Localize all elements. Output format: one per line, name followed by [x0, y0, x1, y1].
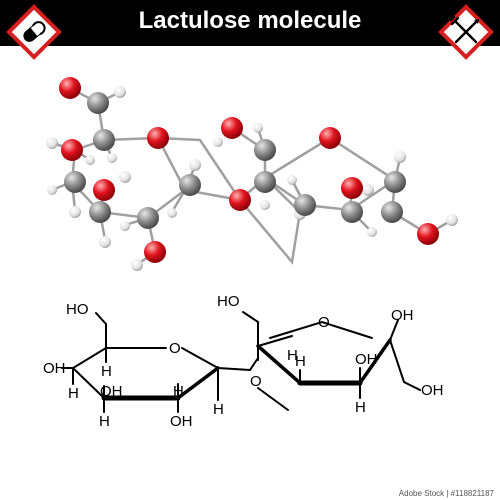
carbon-atom	[254, 171, 276, 193]
oxygen-atom	[93, 179, 115, 201]
carbon-atom	[64, 171, 86, 193]
carbon-atom	[93, 129, 115, 151]
fork-knife-food-icon	[438, 4, 494, 60]
hydrogen-atom	[114, 86, 126, 98]
oxygen-atom	[147, 127, 169, 149]
carbon-atom	[341, 201, 363, 223]
ball-stick-atoms	[46, 77, 458, 271]
carbon-atom	[87, 92, 109, 114]
oxygen-atom	[341, 177, 363, 199]
label-h-right-c5: H	[287, 347, 298, 364]
hydrogen-atom	[120, 221, 130, 231]
hydrogen-atom	[260, 200, 270, 210]
hydrogen-atom	[367, 227, 377, 237]
carbon-atom	[89, 201, 111, 223]
carbon-atom	[294, 194, 316, 216]
hydrogen-atom	[85, 155, 95, 165]
carbon-atom	[381, 201, 403, 223]
hydrogen-atom	[189, 159, 201, 171]
label-h-c3: H	[99, 413, 110, 430]
hydrogen-atom	[362, 184, 374, 196]
hydrogen-atom	[131, 259, 143, 271]
carbon-atom	[384, 171, 406, 193]
title-bar	[0, 0, 500, 46]
label-ring-oxygen-left: O	[169, 340, 181, 357]
hydrogen-atom	[69, 206, 81, 218]
hydrogen-atom	[213, 137, 223, 147]
oxygen-atom	[144, 241, 166, 263]
label-h-c2: H	[173, 383, 184, 400]
label-h-c4: H	[68, 385, 79, 402]
label-oh-c3: OH	[100, 383, 123, 400]
carbon-atom	[254, 139, 276, 161]
oxygen-atom	[229, 189, 251, 211]
hydrogen-atom	[446, 214, 458, 226]
skeletal-formula-bonds	[61, 311, 421, 413]
hydrogen-atom	[253, 123, 263, 133]
hydrogen-atom	[167, 208, 177, 218]
label-oh-right-c3: OH	[355, 351, 378, 368]
medicine-capsule-icon	[6, 4, 62, 60]
hydrogen-atom	[394, 151, 406, 163]
hydrogen-atom	[47, 185, 57, 195]
oxygen-atom	[59, 77, 81, 99]
page-title: Lactulose molecule	[138, 7, 362, 34]
label-h-c1: H	[213, 401, 224, 418]
hydrogen-atom	[99, 236, 111, 248]
hydrogen-atom	[46, 137, 58, 149]
label-h-right-c3: H	[355, 399, 366, 416]
label-ring-oxygen-right: O	[318, 314, 330, 331]
label-ho-top-right: HO	[217, 293, 240, 310]
hydrogen-atom	[287, 175, 297, 185]
hydrogen-atom	[119, 171, 131, 183]
oxygen-atom	[319, 127, 341, 149]
label-oh-right-top: OH	[391, 307, 414, 324]
oxygen-atom	[61, 139, 83, 161]
hydrogen-atom	[107, 153, 117, 163]
oxygen-atom	[221, 117, 243, 139]
label-h-right-c4: H	[295, 353, 306, 370]
label-oh-c4: OH	[43, 360, 66, 377]
label-h-c5: H	[101, 363, 112, 380]
carbon-atom	[179, 174, 201, 196]
label-glycosidic-oxygen: O	[250, 373, 262, 390]
label-oh-right-bottom: OH	[421, 382, 444, 399]
stock-watermark: Adobe Stock | #118821187	[398, 489, 494, 498]
skeletal-formula-labels: HO O OH H H OH H H OH H O HO O OH H OH H…	[43, 293, 444, 430]
label-oh-c2: OH	[170, 413, 193, 430]
carbon-atom	[137, 207, 159, 229]
label-ho-top-left: HO	[66, 301, 89, 318]
oxygen-atom	[417, 223, 439, 245]
